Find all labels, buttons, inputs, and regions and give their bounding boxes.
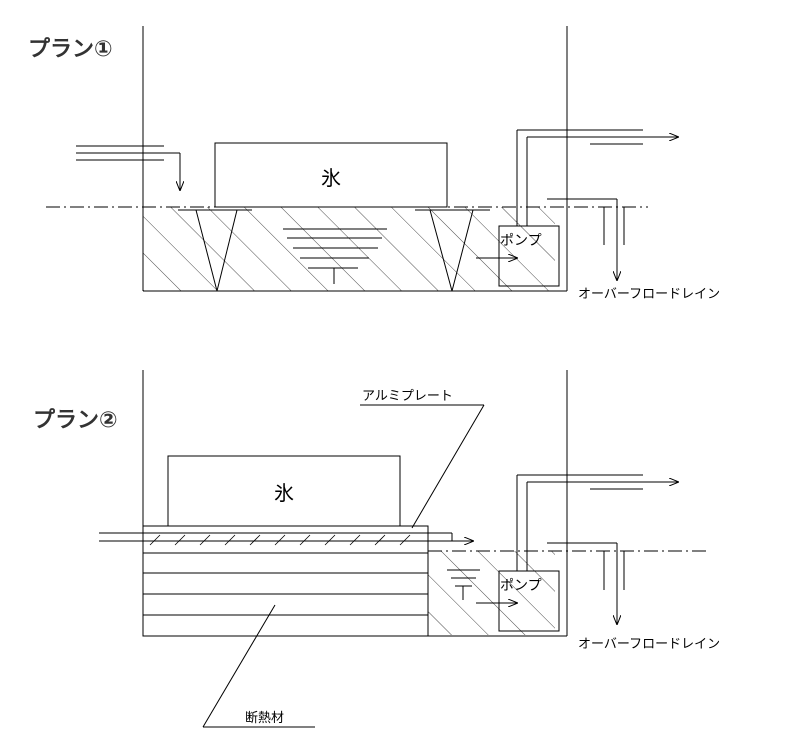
plan2-water-hatch (428, 551, 555, 635)
plan2-plate-label: アルミプレート (362, 389, 453, 404)
plan1-water-hatch (143, 207, 555, 291)
plan1-discharge-pipe (516, 129, 678, 226)
plan1-support-right (415, 209, 490, 292)
plan1-title: プラン① (28, 36, 113, 61)
plan2-insulation-label: 断熱材 (245, 711, 284, 726)
plan2-title: プラン② (33, 407, 118, 432)
plan1-inlet-pipe (76, 145, 180, 190)
plan1-ice-block (214, 142, 448, 208)
plan2-aluminum-plate (142, 525, 429, 554)
plan2-pump-label: ポンプ (500, 578, 542, 594)
plan1-support-left (178, 209, 252, 292)
plan2-group: プラン② 氷 (33, 370, 720, 728)
plan2-inlet-pipe (99, 532, 473, 541)
plan2-overflow-pipe (547, 542, 625, 624)
plan1-pump-label: ポンプ (500, 233, 542, 249)
plan2-water-symbol (447, 569, 480, 600)
plan2-ice-label: 氷 (274, 481, 294, 505)
plan1-water-symbol (283, 228, 387, 284)
plan2-insulation-layers (142, 552, 429, 637)
plan2-overflow-label: オーバーフロードレイン (578, 637, 720, 652)
plan2-plate-callout (360, 404, 485, 529)
plan1-ice-label: 氷 (321, 166, 341, 190)
plan1-overflow-label: オーバーフロードレイン (578, 287, 720, 302)
plan2-insulation-callout (202, 604, 315, 728)
plan2-pump-box (498, 570, 560, 632)
plan2-discharge-pipe (516, 474, 678, 571)
plan1-pump-box (498, 225, 560, 287)
plan1-overflow-pipe (547, 198, 625, 280)
plan1-group: プラン① 氷 (28, 26, 720, 302)
